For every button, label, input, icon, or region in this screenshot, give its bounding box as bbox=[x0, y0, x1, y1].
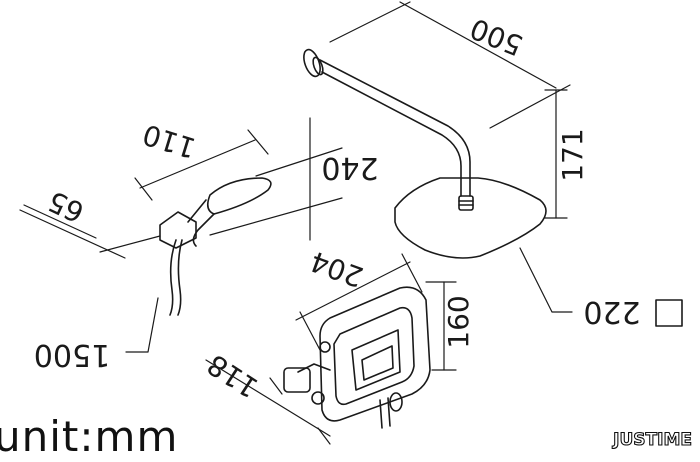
dim-mixer-depth bbox=[205, 359, 331, 445]
unit-label: unit:mm bbox=[0, 412, 179, 461]
dim-arm-drop bbox=[544, 89, 568, 219]
dim-hand-width bbox=[19, 204, 161, 259]
mixer-body bbox=[283, 286, 431, 429]
dim-arm-length bbox=[329, 1, 571, 129]
label-hand-height: 240 bbox=[321, 150, 378, 185]
label-mixer-depth: 118 bbox=[201, 348, 264, 405]
label-hand-length: 110 bbox=[139, 117, 200, 164]
dim-hand-length bbox=[134, 129, 269, 201]
dim-mixer-width bbox=[295, 253, 423, 351]
label-mixer-width: 204 bbox=[306, 244, 368, 293]
label-hand-width: 65 bbox=[43, 184, 89, 229]
label-head-size: 220 bbox=[583, 294, 640, 329]
label-arm-length: 500 bbox=[465, 11, 527, 62]
shower-head bbox=[394, 177, 547, 259]
brand-logo: JUSTIME bbox=[613, 429, 693, 450]
hand-shower bbox=[159, 177, 272, 316]
label-hose-length: 1500 bbox=[34, 337, 110, 372]
dim-hose-leader bbox=[125, 297, 159, 353]
square-symbol-icon bbox=[655, 299, 683, 327]
shower-arm bbox=[303, 48, 474, 211]
label-mixer-height: 160 bbox=[442, 295, 475, 348]
dim-head-leader bbox=[519, 247, 683, 327]
dim-mixer-height bbox=[425, 281, 457, 371]
label-arm-drop: 171 bbox=[556, 128, 589, 181]
dim-hand-height bbox=[209, 117, 343, 241]
